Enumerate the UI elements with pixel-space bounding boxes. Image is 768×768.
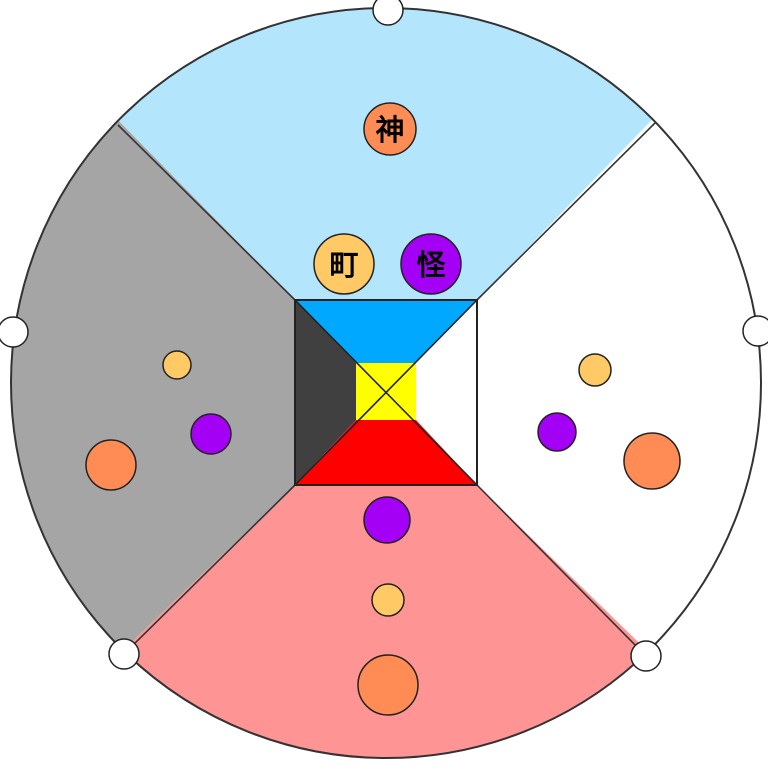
purple-medium-token-icon[interactable]	[400, 233, 462, 295]
right-orange-token-icon[interactable]	[623, 432, 681, 490]
seam-top-left	[117, 124, 296, 301]
yellow-medium-token-icon[interactable]	[313, 233, 375, 295]
kami-token[interactable]: 神	[363, 102, 417, 156]
machi-token[interactable]: 町	[313, 233, 375, 295]
anchor-top[interactable]	[372, 0, 404, 26]
seam-bottom-right	[476, 484, 647, 657]
orange-large-token-icon[interactable]	[363, 102, 417, 156]
kami-token-label: 神	[375, 113, 404, 147]
center-box	[294, 299, 478, 486]
bottom-yellow-token-icon[interactable]	[371, 583, 405, 617]
anchor-bottom-left[interactable]	[108, 638, 140, 670]
center-box-outline	[294, 299, 478, 486]
left-orange-token-icon[interactable]	[85, 439, 137, 491]
anchor-bottom-right[interactable]	[630, 640, 662, 672]
center-right-panel	[416, 300, 477, 485]
center-diagonal-b	[294, 299, 478, 486]
center-left-panel	[295, 300, 356, 485]
bottom-orange-token-icon[interactable]	[357, 654, 419, 716]
kai-token[interactable]: 怪	[400, 233, 462, 295]
seam-bottom-left	[123, 484, 296, 655]
anchor-right[interactable]	[742, 315, 768, 347]
left-purple-token-icon[interactable]	[190, 413, 232, 455]
right-yellow-token-icon[interactable]	[578, 353, 612, 387]
kai-token-label: 怪	[416, 248, 446, 282]
left-yellow-token-icon[interactable]	[162, 350, 192, 380]
center-bottom-panel	[295, 420, 477, 485]
bottom-purple-token-icon[interactable]	[363, 496, 411, 544]
seam-top-right	[476, 122, 656, 301]
right-purple-token-icon[interactable]	[537, 412, 577, 452]
anchor-left[interactable]	[0, 316, 29, 348]
center-top-panel	[295, 300, 477, 363]
machi-token-label: 町	[329, 248, 358, 282]
